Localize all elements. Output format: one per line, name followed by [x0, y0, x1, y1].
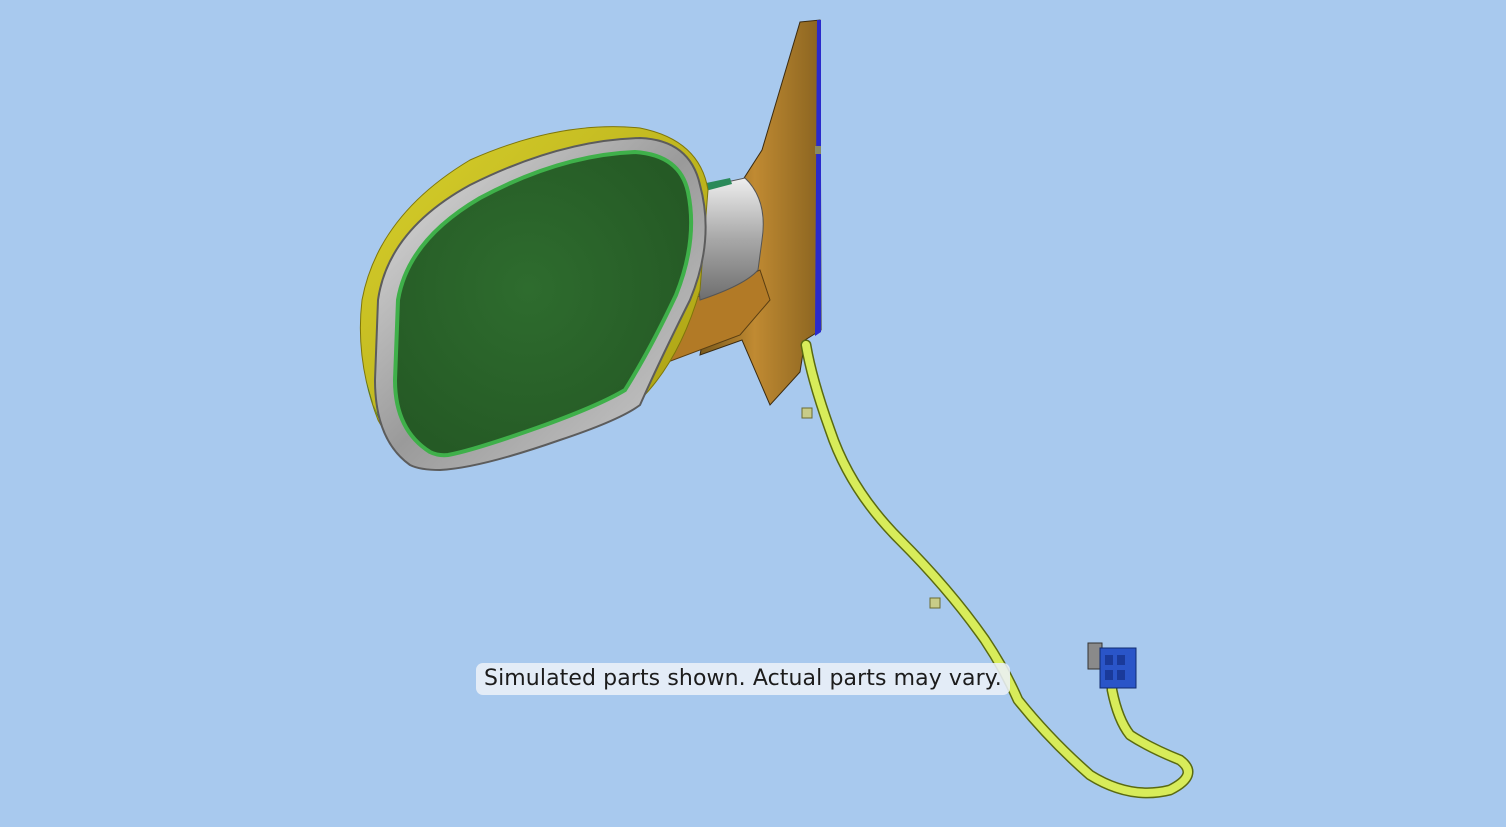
disclaimer-label: Simulated parts shown. Actual parts may … [476, 663, 1010, 695]
harness-clip [801, 146, 941, 609]
bracket-edge [815, 20, 821, 336]
mirror-glass[interactable] [392, 149, 694, 458]
wiring-connector[interactable] [1087, 642, 1137, 689]
wiring-harness[interactable] [800, 339, 1194, 799]
mirror-arm[interactable] [689, 177, 764, 301]
wiring-harness-highlight [802, 341, 1192, 797]
